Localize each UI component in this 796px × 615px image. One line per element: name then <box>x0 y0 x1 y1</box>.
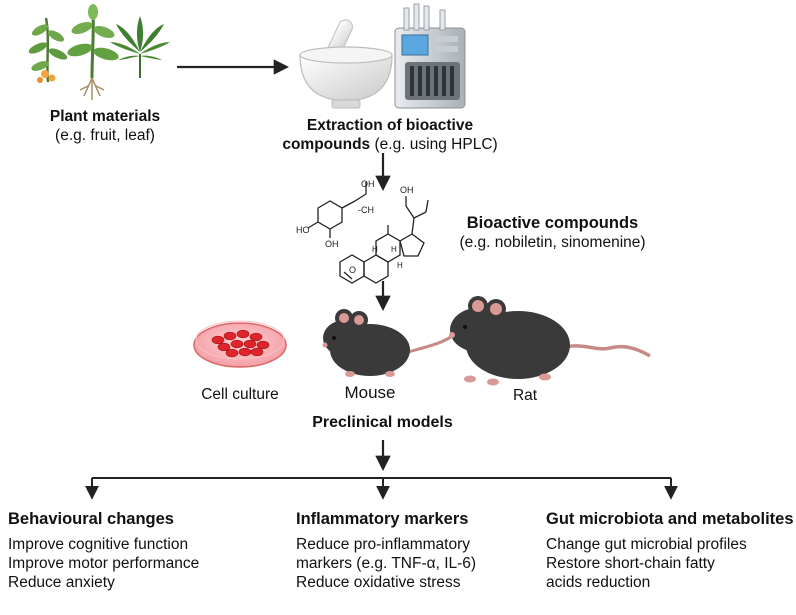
chem-label-h1: H <box>372 245 378 254</box>
extraction-label: Extraction of bioactive compounds (e.g. … <box>265 116 515 154</box>
extraction-method: (e.g. using HPLC) <box>370 136 498 153</box>
outcome-gut-title: Gut microbiota and metabolites <box>546 510 794 528</box>
outcome-gut-item: Restore short-chain fatty <box>546 555 715 572</box>
extraction-title-compounds: compounds <box>282 136 371 153</box>
hplc-illustration <box>394 3 466 109</box>
outcome-behaviour-title: Behavioural changes <box>8 510 174 528</box>
plant-illustration <box>28 4 170 100</box>
chem-label-oh-ring: OH <box>325 239 339 249</box>
chem-label-ch: -CH <box>358 205 374 215</box>
outcome-inflammation: Inflammatory markers Reduce pro-inflamma… <box>296 509 526 592</box>
chem-label-oh-side: OH <box>400 185 414 195</box>
compounds-title: Bioactive compounds <box>466 214 639 232</box>
chem-label-o: O <box>349 265 356 275</box>
plant-subtitle: (e.g. fruit, leaf) <box>55 127 155 144</box>
outcome-inflammation-item: Reduce oxidative stress <box>296 574 461 591</box>
rat-label: Rat <box>512 387 538 404</box>
mouse-illustration <box>322 309 472 377</box>
bioactive-compounds-label: Bioactive compounds (e.g. nobiletin, sin… <box>445 214 660 252</box>
rat-illustration <box>449 296 651 386</box>
outcome-behaviour-item: Improve motor performance <box>8 555 200 572</box>
chem-label-h2: H <box>391 245 397 254</box>
mouse-label: Mouse <box>344 383 396 402</box>
outcome-inflammation-item: Reduce pro-inflammatory <box>296 536 471 553</box>
plant-title: Plant materials <box>49 108 161 125</box>
outcome-behaviour: Behavioural changes Improve cognitive fu… <box>8 509 268 592</box>
extraction-title: Extraction of bioactive <box>306 117 474 134</box>
chemical-structure <box>307 182 429 284</box>
outcome-gut: Gut microbiota and metabolites Change gu… <box>546 509 794 592</box>
petri-dish-illustration <box>193 320 287 368</box>
chem-label-oh-top: OH <box>361 179 375 189</box>
outcome-behaviour-item: Reduce anxiety <box>8 574 115 591</box>
outcome-gut-item: Change gut microbial profiles <box>546 536 747 553</box>
plant-materials-label: Plant materials (e.g. fruit, leaf) <box>20 107 190 145</box>
cell-culture-label: Cell culture <box>201 386 279 403</box>
preclinical-models-title: Preclinical models <box>312 414 453 431</box>
chem-label-ho: HO <box>296 225 310 235</box>
outcome-behaviour-item: Improve cognitive function <box>8 536 189 553</box>
outcome-gut-item: acids reduction <box>546 574 651 591</box>
outcome-branches <box>85 477 678 500</box>
mortar-pestle-illustration <box>299 19 393 109</box>
chem-label-h3: H <box>397 261 403 270</box>
outcome-inflammation-item: markers (e.g. TNF-α, IL-6) <box>296 555 477 572</box>
compounds-subtitle: (e.g. nobiletin, sinomenine) <box>459 234 646 251</box>
outcome-inflammation-title: Inflammatory markers <box>296 510 469 528</box>
